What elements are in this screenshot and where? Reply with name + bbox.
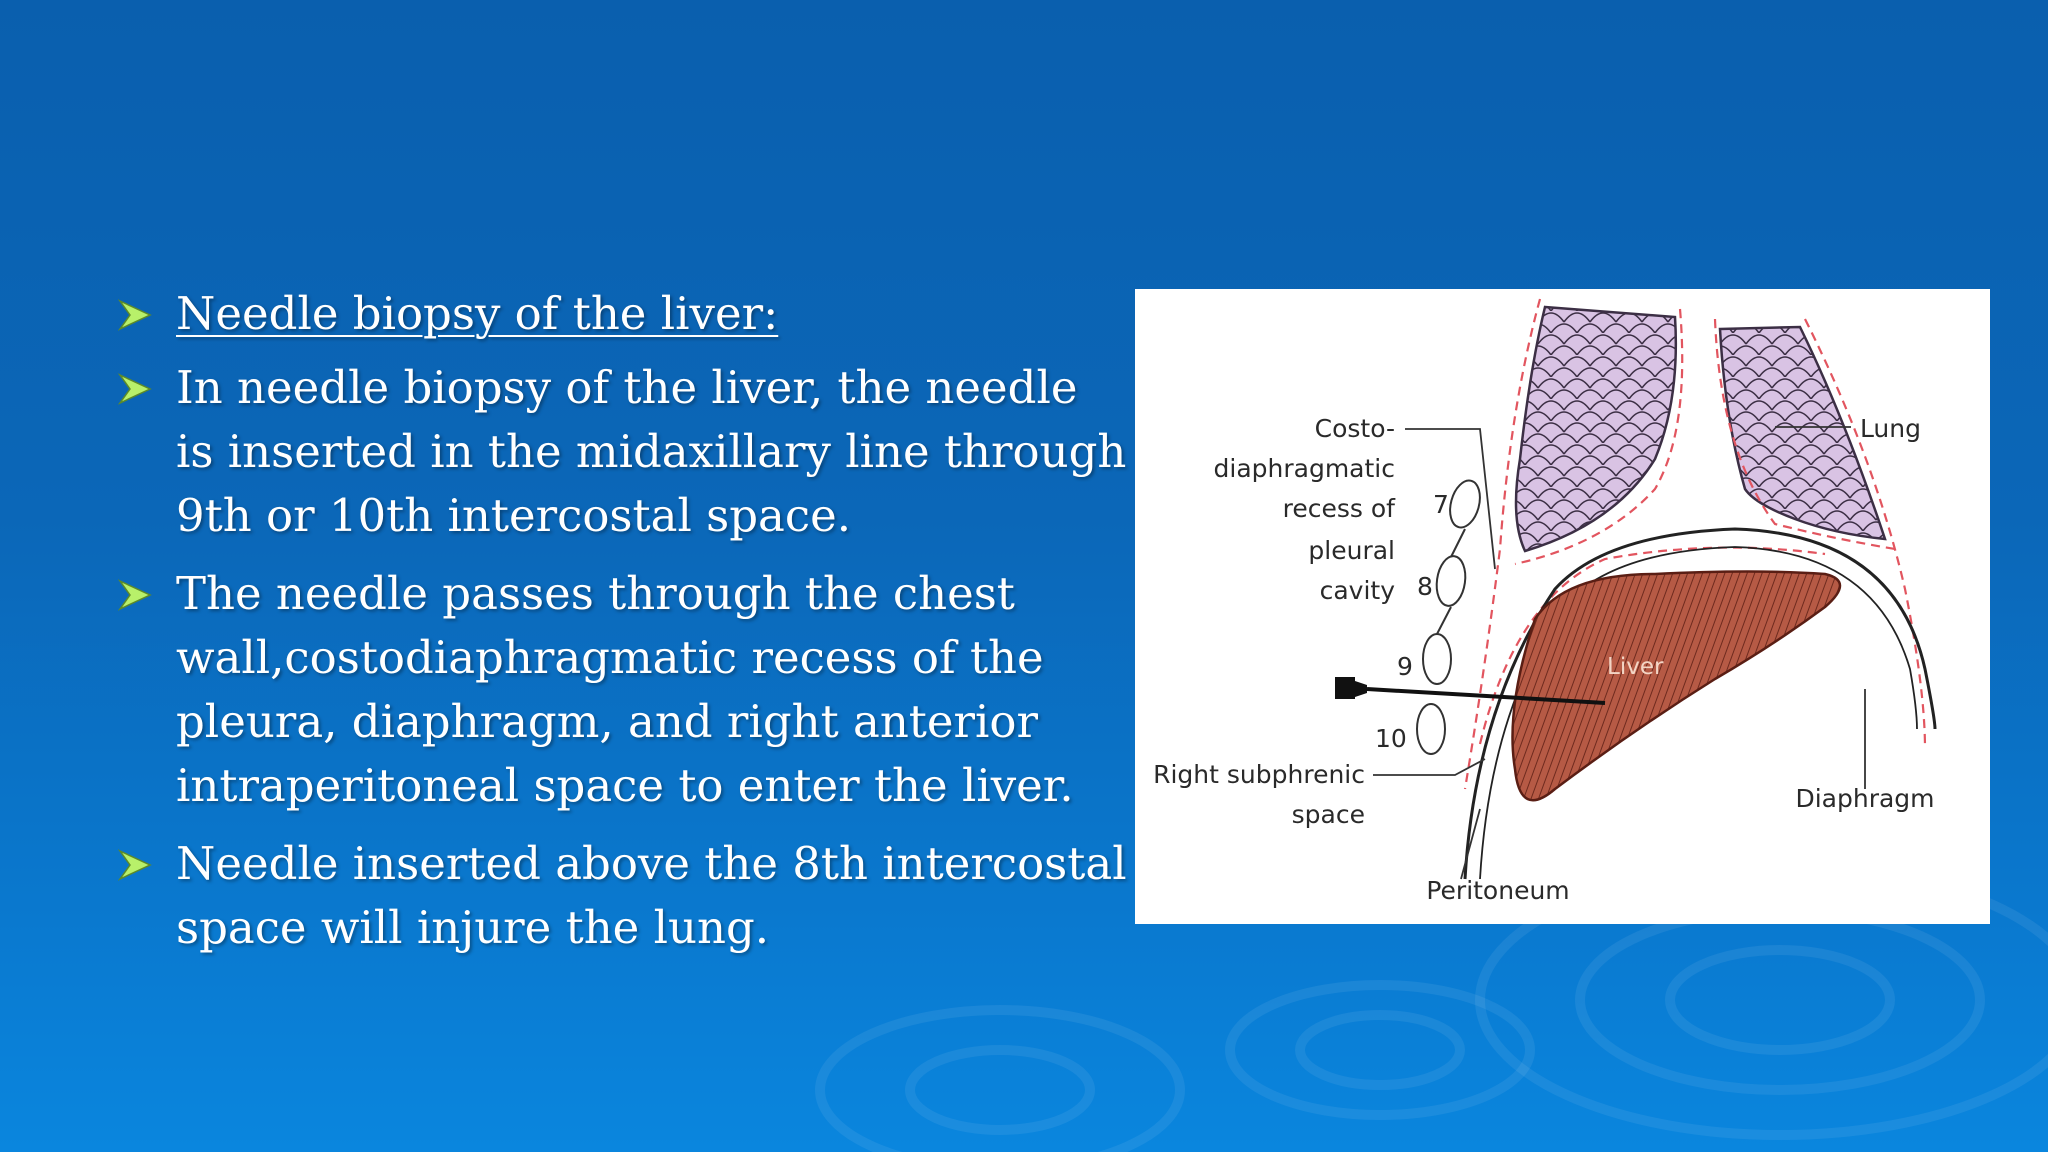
liver-biopsy-diagram: Costo- diaphragmatic recess of pleural c… bbox=[1135, 289, 1990, 924]
liver-shape bbox=[1511, 570, 1842, 802]
label-rib-9: 9 bbox=[1397, 652, 1413, 681]
label-lung: Lung bbox=[1860, 414, 1921, 443]
rib-8 bbox=[1435, 555, 1467, 607]
label-peritoneum: Peritoneum bbox=[1426, 876, 1569, 905]
label-rib-10: 10 bbox=[1375, 724, 1407, 753]
rib-10 bbox=[1416, 703, 1446, 755]
label-subphrenic: Right subphrenic bbox=[1153, 760, 1365, 789]
heading-text: Needle biopsy of the liver: bbox=[176, 287, 779, 340]
label-liver: Liver bbox=[1607, 654, 1664, 680]
label-costo: cavity bbox=[1320, 576, 1396, 605]
label-costo: diaphragmatic bbox=[1214, 454, 1395, 483]
needle-hub bbox=[1335, 677, 1355, 699]
bullet-item: In needle biopsy of the liver, the needl… bbox=[118, 356, 1128, 548]
bullet-list: Needle biopsy of the liver: In needle bi… bbox=[118, 282, 1128, 974]
bullet-item: The needle passes through the chest wall… bbox=[118, 562, 1128, 818]
arrow-bullet-icon bbox=[118, 849, 152, 881]
arrow-bullet-icon bbox=[118, 299, 152, 331]
label-rib-7: 7 bbox=[1433, 490, 1449, 519]
label-costo: pleural bbox=[1308, 536, 1395, 565]
right-lung-shape bbox=[1514, 305, 1678, 553]
needle-shaft bbox=[1366, 687, 1606, 705]
bullet-text: The needle passes through the chest wall… bbox=[176, 567, 1074, 812]
peritoneum-line bbox=[1479, 546, 1918, 880]
diaphragm-line bbox=[1463, 527, 1937, 880]
rib-9 bbox=[1422, 633, 1452, 685]
arrow-bullet-icon bbox=[118, 373, 152, 405]
label-subphrenic: space bbox=[1292, 800, 1365, 829]
rib-7 bbox=[1449, 479, 1481, 529]
label-costo: Costo- bbox=[1315, 414, 1395, 443]
label-diaphragm: Diaphragm bbox=[1795, 784, 1934, 813]
diagram-svg: Costo- diaphragmatic recess of pleural c… bbox=[1153, 298, 1937, 905]
label-costo: recess of bbox=[1283, 494, 1397, 523]
bullet-text: In needle biopsy of the liver, the needl… bbox=[176, 361, 1127, 542]
bullet-item: Needle inserted above the 8th intercosta… bbox=[118, 832, 1128, 960]
arrow-bullet-icon bbox=[118, 579, 152, 611]
label-rib-8: 8 bbox=[1417, 572, 1433, 601]
bullet-heading: Needle biopsy of the liver: bbox=[118, 282, 1128, 346]
left-lung-shape bbox=[1718, 325, 1887, 541]
bullet-text: Needle inserted above the 8th intercosta… bbox=[176, 837, 1127, 954]
